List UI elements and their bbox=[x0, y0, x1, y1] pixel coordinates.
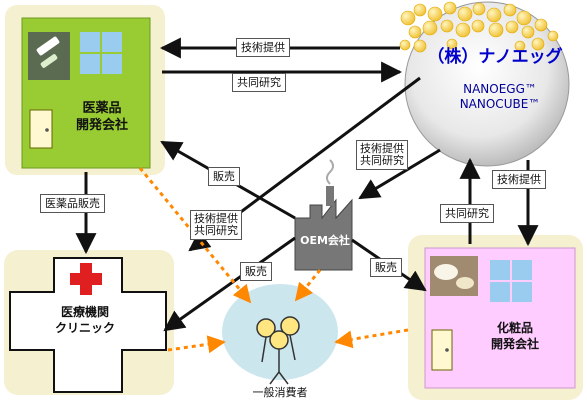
medical-label: 医療機関 クリニック bbox=[30, 304, 140, 336]
nanoegg-product1: NANOEGG™ bbox=[463, 82, 537, 96]
pharma-company-label: 医薬品 開発会社 bbox=[62, 100, 142, 134]
label-joint-top: 共同研究 bbox=[232, 73, 286, 92]
pharma-door bbox=[29, 109, 53, 149]
oem-factory-icon bbox=[294, 159, 353, 271]
label-tech-nano-med-2: 共同研究 bbox=[194, 224, 238, 237]
label-tech-right: 技術提供 bbox=[492, 170, 546, 189]
label-tech-nano-oem-1: 技術提供 bbox=[360, 142, 404, 155]
cosmetics-line2: 開発会社 bbox=[490, 337, 539, 351]
medicine-photo bbox=[28, 32, 70, 80]
nanoegg-company-name: （株）ナノエッグ bbox=[427, 47, 563, 67]
dotted-pharma-to-consumer bbox=[138, 167, 252, 304]
label-joint-right: 共同研究 bbox=[440, 204, 494, 223]
label-tech-nano-oem: 技術提供 共同研究 bbox=[356, 140, 408, 170]
consumer-people-icon bbox=[256, 316, 300, 385]
arrow-oem-to-medical bbox=[163, 236, 296, 332]
pharma-company-building bbox=[21, 17, 151, 169]
label-tech-nano-med: 技術提供 共同研究 bbox=[190, 210, 242, 240]
label-tech-nano-oem-2: 共同研究 bbox=[360, 154, 404, 167]
medical-line1: 医療機関 bbox=[60, 305, 109, 319]
nanoegg-particles-icon bbox=[399, 1, 559, 53]
cosmetics-window bbox=[490, 260, 532, 302]
arrow-nano-to-oem bbox=[358, 148, 441, 200]
label-tech-nano-med-1: 技術提供 bbox=[194, 212, 238, 225]
nanoegg-sphere bbox=[399, 1, 570, 167]
oem-label: OEM会社 bbox=[300, 234, 350, 247]
label-sales-oem-med: 販売 bbox=[240, 262, 272, 281]
label-pharma-sales: 医薬品販売 bbox=[40, 194, 105, 213]
cosmetics-company-label: 化粧品 開発会社 bbox=[475, 320, 555, 352]
cosmetics-line1: 化粧品 bbox=[496, 321, 533, 335]
nanoegg-product2: NANOCUBE™ bbox=[459, 97, 541, 111]
dotted-cosmetics-to-consumer bbox=[334, 328, 409, 349]
pharma-company-line2: 開発会社 bbox=[75, 118, 128, 133]
consumer-label: 一般消費者 bbox=[252, 386, 308, 399]
nanoegg-products: NANOEGG™ NANOCUBE™ bbox=[440, 82, 560, 112]
medical-line2: クリニック bbox=[54, 321, 115, 335]
cosmetics-company-building bbox=[424, 247, 576, 389]
label-sales-oem-cos: 販売 bbox=[370, 258, 402, 277]
pharma-company-line1: 医薬品 bbox=[82, 101, 122, 116]
label-sales-pharma-oem: 販売 bbox=[208, 167, 240, 186]
pharma-window bbox=[80, 32, 122, 74]
medical-cross bbox=[9, 257, 167, 393]
consumer-flows bbox=[138, 167, 409, 354]
dotted-medical-to-consumer bbox=[167, 335, 226, 354]
label-tech-top: 技術提供 bbox=[236, 38, 290, 57]
dotted-oem-to-consumer bbox=[294, 269, 322, 302]
cosmetics-door bbox=[431, 329, 453, 371]
